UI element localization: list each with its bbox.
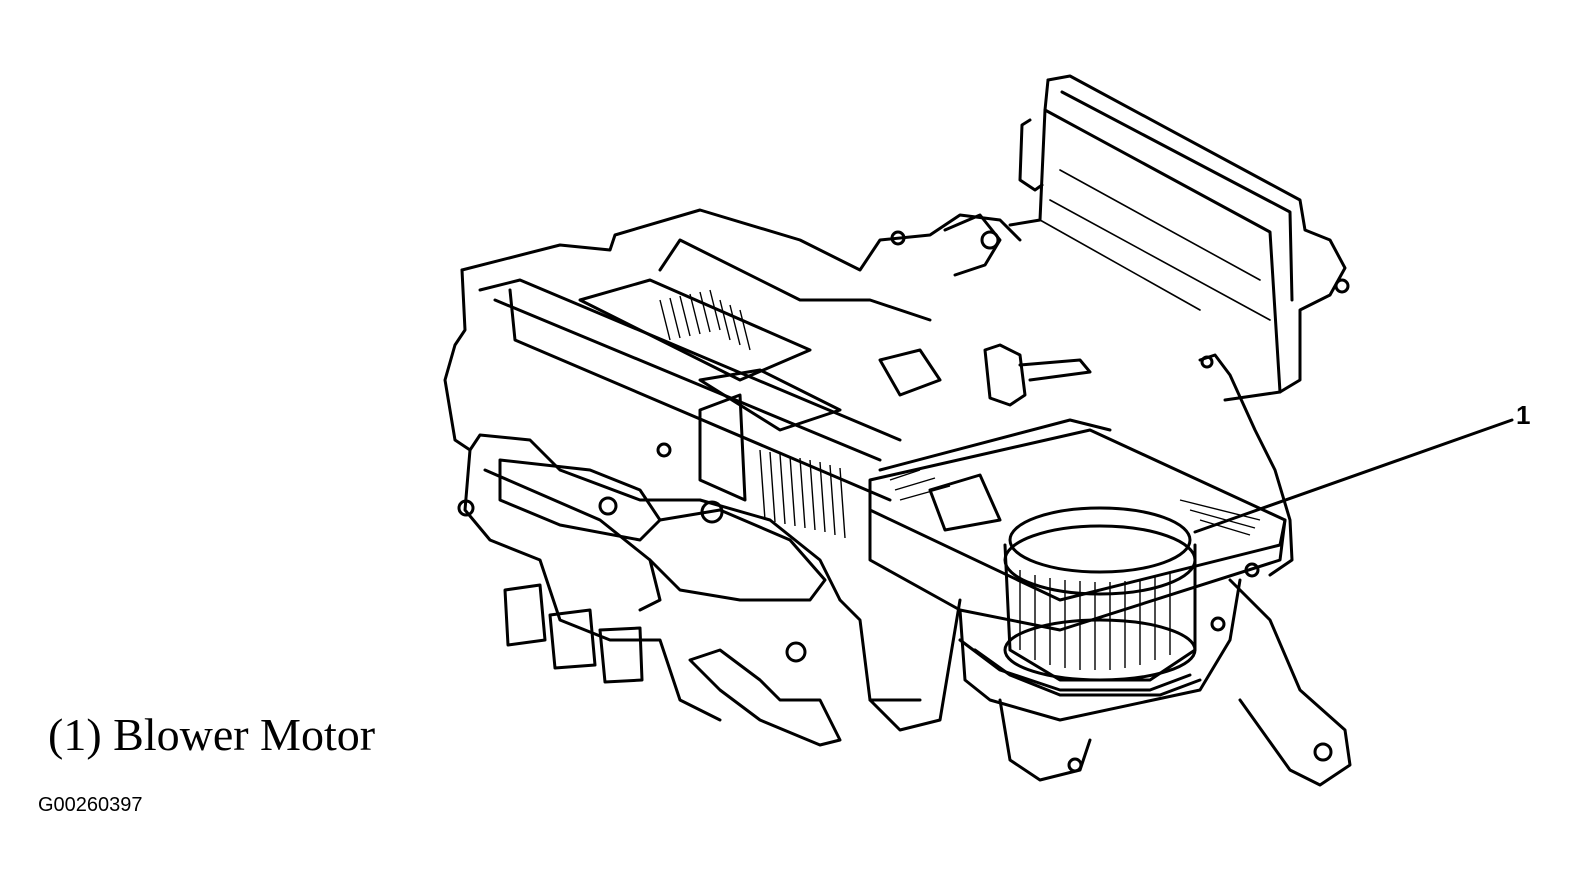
callout-1: 1 — [1193, 400, 1530, 534]
hvac-case — [443, 208, 1287, 747]
mounting-bracket — [1198, 353, 1352, 787]
blower-motor-assembly — [958, 506, 1260, 782]
callout-leader-line — [1193, 418, 1514, 534]
figure-id: G00260397 — [38, 794, 143, 816]
figure-caption: (1) Blower Motor — [48, 709, 376, 760]
evaporator-core — [659, 289, 1261, 539]
temperature-actuator — [457, 442, 827, 602]
air-inlet-duct — [1008, 74, 1350, 402]
mode-actuator — [878, 213, 1092, 532]
callout-number: 1 — [1516, 400, 1530, 430]
